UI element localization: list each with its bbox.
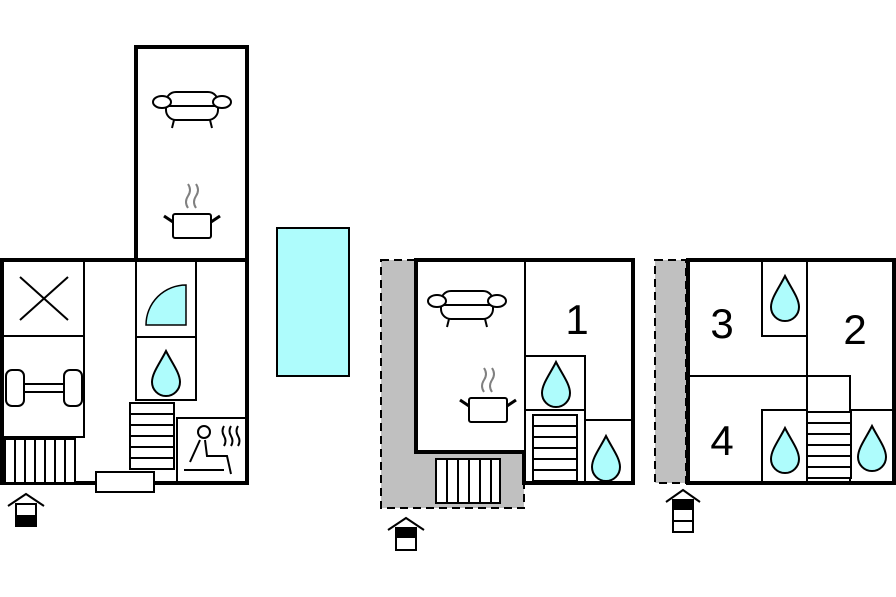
entrance-icon (7, 492, 45, 527)
stairs-icon (129, 402, 175, 470)
stairs-icon (806, 411, 852, 479)
cooking-pot-icon (458, 366, 518, 424)
left-rooms (1, 259, 85, 438)
room-label-2: 2 (843, 306, 866, 353)
dumbbell-icon (5, 369, 83, 407)
sauna-icon (184, 425, 241, 475)
first-floor-wall (686, 258, 896, 485)
room-label-4: 4 (710, 417, 733, 464)
entrance-icon (665, 488, 701, 533)
room-label-3: 3 (710, 300, 733, 347)
water-drop-icon (151, 350, 181, 397)
annex-floor-plan (0, 45, 249, 527)
door (95, 471, 155, 493)
entrance-icon (387, 516, 425, 551)
water-drop-icon (770, 427, 800, 474)
ground-floor-plan: 1 (380, 258, 635, 551)
pool (276, 227, 350, 377)
water-drop-icon (770, 275, 800, 322)
sofa-icon (427, 290, 507, 328)
first-floor-plan: 3 2 4 (654, 258, 896, 533)
water-drop-icon (541, 361, 571, 408)
cooking-pot-icon (162, 182, 222, 240)
radiator-icon (4, 438, 76, 484)
room-label-1: 1 (565, 296, 588, 343)
water-drop-icon (857, 425, 887, 472)
sofa-icon (152, 91, 232, 129)
balcony (654, 259, 687, 484)
stairs-icon (532, 414, 578, 482)
water-drop-icon (591, 435, 621, 482)
cross-icon (19, 276, 69, 321)
shower-icon (145, 284, 187, 326)
radiator-icon (435, 458, 501, 504)
